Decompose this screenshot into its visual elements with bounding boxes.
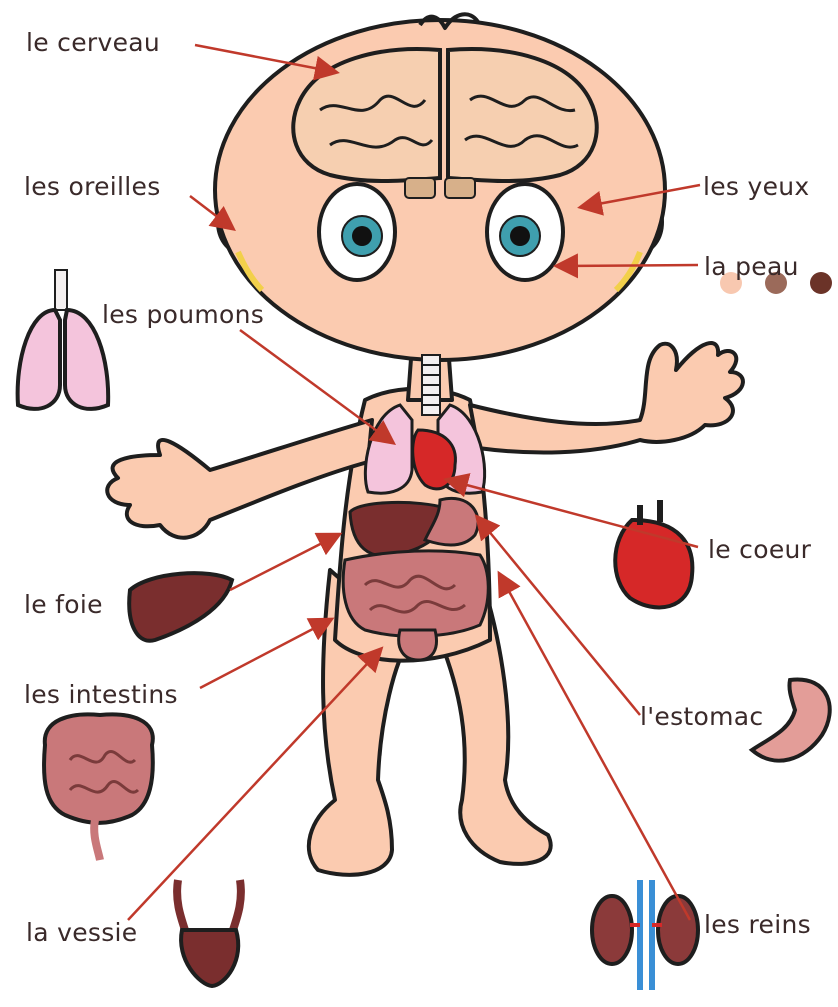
label-intestines: les intestins [24,680,178,709]
arrow-kidneys [500,575,690,920]
label-heart: le coeur [708,535,811,564]
label-bladder: la vessie [26,918,137,947]
heart-illustration [615,500,692,607]
label-eyes: les yeux [703,172,810,201]
right-arm [107,420,372,538]
arrow-skin [558,265,698,266]
label-stomach: l'estomac [640,702,763,731]
label-skin: la peau [704,252,799,281]
arrow-intestines [200,620,330,688]
arrow-liver [230,535,338,590]
bladder-illustration [177,880,241,986]
liver-illustration [129,573,232,641]
trachea [422,355,440,415]
left-arm [470,343,743,453]
label-kidneys: les reins [704,910,811,939]
label-brain: le cerveau [26,28,160,57]
intestines-illustration [44,714,153,860]
label-ears: les oreilles [24,172,161,201]
stomach-illustration [752,680,830,761]
bladder-in-body [399,630,437,660]
label-lungs: les poumons [102,300,264,329]
label-liver: le foie [24,590,103,619]
lungs-illustration [18,270,109,409]
kidneys-illustration [592,880,698,990]
